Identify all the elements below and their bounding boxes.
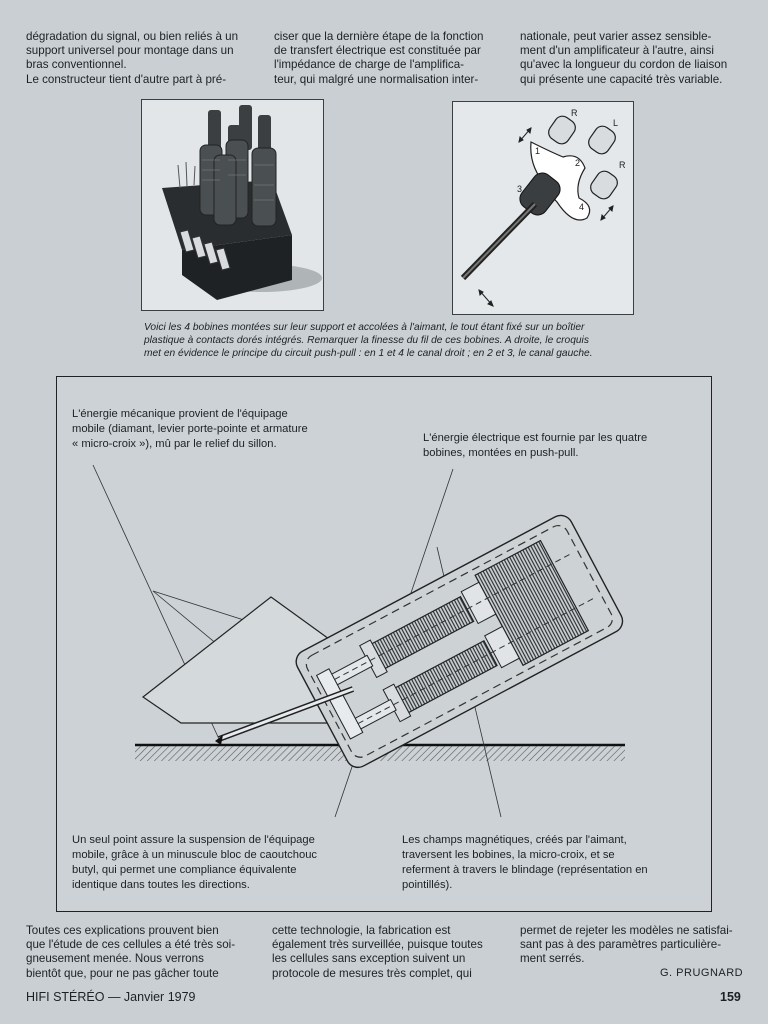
text-line: ment d'un amplificateur à l'autre, ainsi xyxy=(520,44,714,58)
magnet xyxy=(474,539,590,667)
sketch-label-3: 3 xyxy=(517,184,522,194)
annotation-line: referment à travers le blindage (représe… xyxy=(402,864,648,876)
text-line: teur, qui malgré une normalisation inter… xyxy=(274,72,479,86)
text-line: bientôt que, pour ne pas gâcher toute xyxy=(26,966,219,980)
text-line: l'impédance de charge de l'amplifica- xyxy=(274,58,465,72)
sketch-label-1: 1 xyxy=(535,146,540,156)
bottom-column-2: cette technologie, la fabrication est ég… xyxy=(272,924,500,981)
text-line: bras conventionnel. xyxy=(26,58,127,72)
caption-line: plastique à contacts dorés intégrés. Rem… xyxy=(144,335,589,346)
sketch-label-4: 4 xyxy=(579,202,584,212)
caption-line: met en évidence le principe du circuit p… xyxy=(144,348,593,359)
motion-arrow-icon xyxy=(478,127,614,307)
top-column-2: ciser que la dernière étape de la foncti… xyxy=(274,30,500,87)
caption-line: Voici les 4 bobines montées sur leur sup… xyxy=(144,322,585,333)
text-line: que l'étude de ces cellules a été très s… xyxy=(26,938,236,952)
text-line: sant pas à des paramètres particulière- xyxy=(520,938,722,952)
cartridge-cross-section xyxy=(92,464,625,818)
sketch-label-2: 2 xyxy=(575,158,580,168)
text-line: cette technologie, la fabrication est xyxy=(272,924,451,937)
cartridge-diagram: L'énergie mécanique provient de l'équipa… xyxy=(56,376,712,912)
push-pull-sketch: R L R 1 2 3 4 xyxy=(452,101,634,315)
text-line: qui présente une capacité très variable. xyxy=(520,72,723,86)
annotation-line: mobile, grâce à un minuscule bloc de cao… xyxy=(72,849,318,861)
text-line: également très surveillée, puisque toute… xyxy=(272,938,483,952)
annotation-line: pointillés). xyxy=(402,879,453,891)
annotation-line: L'énergie mécanique provient de l'équipa… xyxy=(72,408,288,420)
text-line: support universel pour montage dans un xyxy=(26,44,234,58)
push-pull-sketch-drawing: R L R 1 2 3 4 xyxy=(460,108,626,307)
text-line: protocole de mesures très complet, qui xyxy=(272,966,472,980)
annotation-line: Les champs magnétiques, créés par l'aima… xyxy=(402,834,627,846)
footer-magazine-title: HIFI STÉRÉO — Janvier 1979 xyxy=(26,990,196,1004)
annotation-line: identique dans toutes les directions. xyxy=(72,879,250,891)
bottom-column-3: permet de rejeter les modèles ne satisfa… xyxy=(520,924,746,967)
text-line: nationale, peut varier assez sensible- xyxy=(520,30,712,43)
bottom-column-1: Toutes ces explications prouvent bien qu… xyxy=(26,924,252,981)
author-signature: G. PRUGNARD xyxy=(660,967,744,979)
annotation-line: « micro-croix »), mû par le relief du si… xyxy=(72,438,277,450)
text-line: ment serrés. xyxy=(520,952,585,966)
annotation-line: L'énergie électrique est fournie par les… xyxy=(423,432,648,444)
annotation-mechanical-energy: L'énergie mécanique provient de l'équipa… xyxy=(72,407,308,452)
text-line: dégradation du signal, ou bien reliés à … xyxy=(26,30,239,43)
annotation-line: butyl, qui permet une compliance équival… xyxy=(72,864,297,876)
text-line: gneusement menée. Nous verrons xyxy=(26,952,204,966)
text-line: Le constructeur tient d'autre part à pré… xyxy=(26,72,227,86)
top-column-1: dégradation du signal, ou bien reliés à … xyxy=(26,30,254,87)
annotation-suspension: Un seul point assure la suspension de l'… xyxy=(72,833,317,893)
text-line: Toutes ces explications prouvent bien xyxy=(26,924,219,937)
annotation-line: mobile (diamant, levier porte-pointe et … xyxy=(72,423,308,435)
figure-caption: Voici les 4 bobines montées sur leur sup… xyxy=(144,321,664,360)
annotation-magnetic-fields: Les champs magnétiques, créés par l'aima… xyxy=(402,833,648,893)
micro-cross-armature xyxy=(315,668,364,740)
sketch-label-r: R xyxy=(571,108,578,118)
top-column-3: nationale, peut varier assez sensible- m… xyxy=(520,30,746,87)
coil-assembly-illustration xyxy=(142,100,323,310)
text-line: de transfert électrique est constituée p… xyxy=(274,44,481,58)
diamond-stylus xyxy=(215,735,223,745)
text-line: qu'avec la longueur du cordon de liaison xyxy=(520,58,728,72)
annotation-electrical-energy: L'énergie électrique est fournie par les… xyxy=(423,431,647,461)
sketch-label-r: R xyxy=(619,160,626,170)
annotation-line: bobines, montées en push-pull. xyxy=(423,447,579,459)
text-line: ciser que la dernière étape de la foncti… xyxy=(274,30,484,43)
coil-assembly-photo xyxy=(141,99,324,311)
page-number: 159 xyxy=(720,990,741,1004)
magnetic-shield xyxy=(295,514,624,769)
annotation-line: Un seul point assure la suspension de l'… xyxy=(72,834,315,846)
annotation-line: traversent les bobines, la micro-croix, … xyxy=(402,849,615,861)
text-line: les cellules sans exception suivent un xyxy=(272,952,466,966)
text-line: permet de rejeter les modèles ne satisfa… xyxy=(520,924,733,937)
sketch-label-l: L xyxy=(613,118,618,128)
